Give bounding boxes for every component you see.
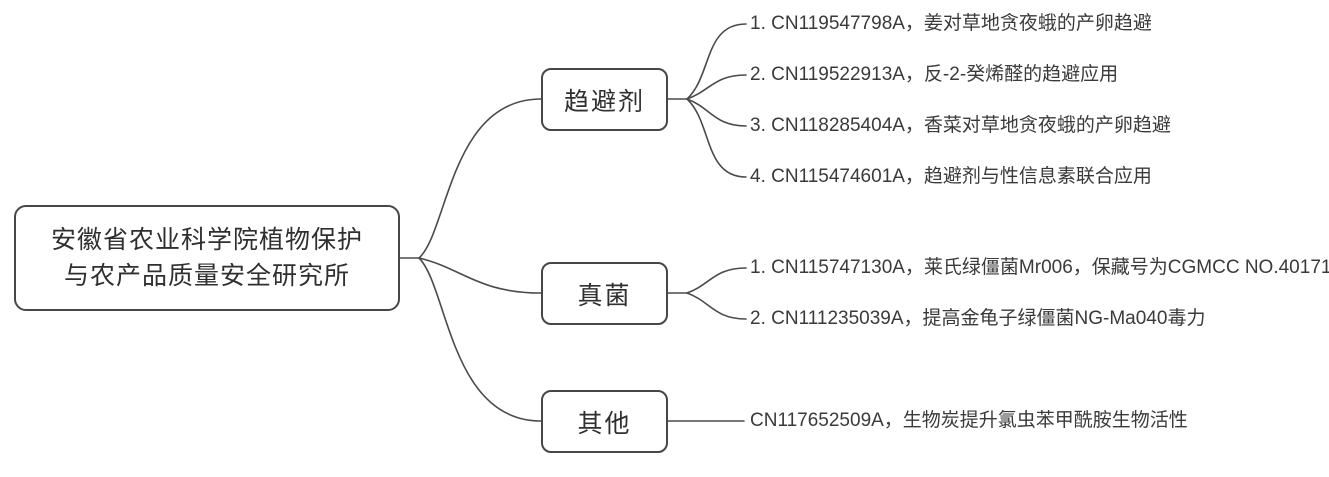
connector-branch1-leaf4 bbox=[686, 98, 747, 178]
connector-branch2-leaf2 bbox=[686, 292, 747, 320]
connector-root-branch3 bbox=[418, 257, 542, 422]
patent-item[interactable]: 2. CN119522913A，反-2-癸烯醛的趋避应用 bbox=[750, 64, 1119, 85]
patent-item[interactable]: 1. CN119547798A，姜对草地贪夜蛾的产卵趋避 bbox=[750, 13, 1152, 34]
patent-item[interactable]: 3. CN118285404A，香菜对草地贪夜蛾的产卵趋避 bbox=[750, 115, 1171, 136]
root-node-institute[interactable]: 安徽省农业科学院植物保护与农产品质量安全研究所 bbox=[14, 205, 400, 311]
branch-node-label: 趋避剂 bbox=[563, 87, 645, 116]
branch-node-repellent[interactable]: 趋避剂 bbox=[541, 68, 668, 131]
connector-branch1-leaf2 bbox=[686, 74, 747, 100]
root-node-title: 安徽省农业科学院植物保护与农产品质量安全研究所 bbox=[50, 226, 363, 290]
patent-item[interactable]: CN117652509A，生物炭提升氯虫苯甲酰胺生物活性 bbox=[750, 410, 1188, 431]
branch-node-label: 其他 bbox=[577, 409, 632, 438]
connector-branch1-leaf3 bbox=[686, 98, 747, 127]
branch-node-other[interactable]: 其他 bbox=[541, 390, 668, 453]
connector-root-branch1 bbox=[418, 98, 542, 259]
patent-item[interactable]: 4. CN115474601A，趋避剂与性信息素联合应用 bbox=[750, 166, 1152, 187]
branch-node-label: 真菌 bbox=[577, 281, 632, 310]
connector-branch2-leaf1 bbox=[686, 267, 747, 294]
branch-node-fungi[interactable]: 真菌 bbox=[541, 262, 668, 325]
patent-item[interactable]: 1. CN115747130A，莱氏绿僵菌Mr006，保藏号为CGMCC NO.… bbox=[750, 257, 1329, 278]
connector-root-branch2 bbox=[418, 257, 542, 294]
connector-branch1-leaf1 bbox=[686, 23, 747, 100]
patent-item[interactable]: 2. CN111235039A，提高金龟子绿僵菌NG-Ma040毒力 bbox=[750, 308, 1206, 329]
